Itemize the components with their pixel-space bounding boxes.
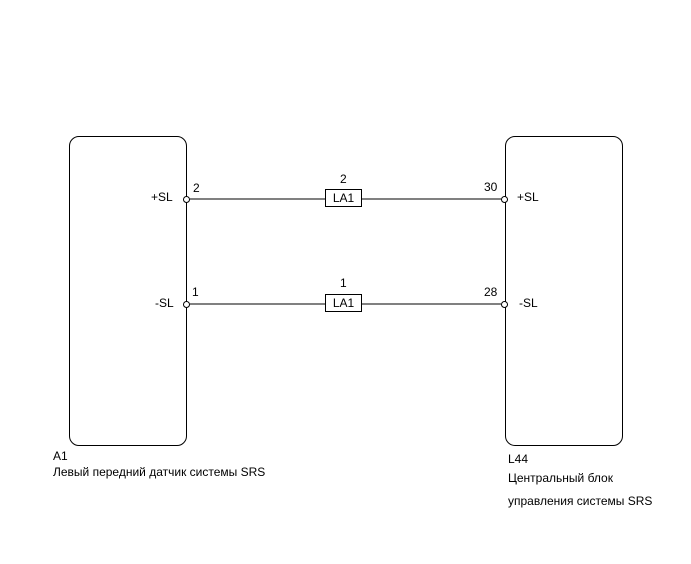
a1-signal-minus-sl: -SL	[155, 296, 174, 310]
splice-top-pin: 2	[340, 172, 347, 186]
terminal-l44-pin30	[501, 196, 508, 203]
l44-pin-28: 28	[484, 285, 498, 299]
a1-signal-plus-sl: +SL	[151, 190, 173, 204]
a1-pin-2: 2	[193, 181, 200, 195]
l44-signal-plus-sl: +SL	[517, 190, 539, 204]
l44-pin-30: 30	[484, 180, 498, 194]
component-a1-code: A1	[53, 449, 68, 463]
component-l44-code: L44	[508, 452, 529, 466]
component-l44-name-line1: Центральный блок	[508, 471, 613, 485]
component-a1-name: Левый передний датчик системы SRS	[53, 465, 266, 479]
splice-connector-top: LA1	[325, 189, 362, 207]
a1-pin-1: 1	[192, 285, 199, 299]
component-a1-box	[69, 136, 187, 446]
splice-bottom-pin: 1	[340, 276, 347, 290]
terminal-l44-pin28	[501, 301, 508, 308]
component-l44-box	[505, 136, 623, 446]
component-l44-name-line2: управления системы SRS	[508, 494, 653, 508]
l44-signal-minus-sl: -SL	[519, 296, 538, 310]
terminal-a1-pin2	[183, 196, 190, 203]
splice-connector-bottom: LA1	[325, 294, 362, 312]
terminal-a1-pin1	[183, 301, 190, 308]
